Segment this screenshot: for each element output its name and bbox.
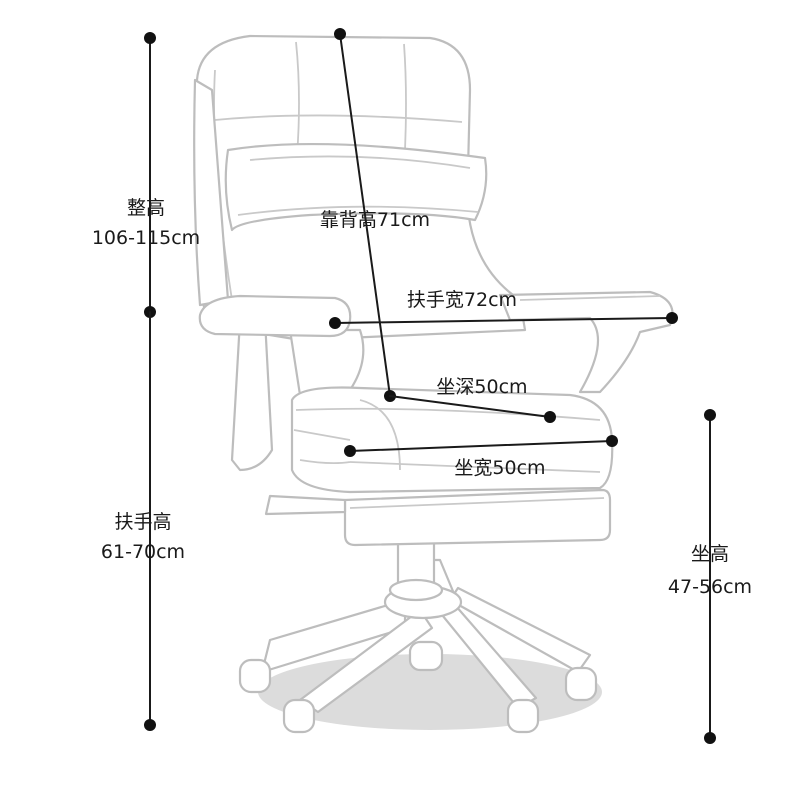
backrest-height-label: 靠背高71cm	[320, 209, 430, 231]
seat-height-value: 47-56cm	[668, 576, 752, 598]
seat-height-top-dot	[704, 409, 716, 421]
seat-depth-label: 坐深50cm	[436, 376, 527, 398]
dimension-lines	[144, 28, 716, 744]
seat-height-bottom-dot	[704, 732, 716, 744]
chair-illustration	[193, 34, 674, 734]
footrest	[264, 488, 612, 547]
armrest-width-right-dot	[666, 312, 678, 324]
backrest-height-top-dot	[334, 28, 346, 40]
seat-width-line	[349, 440, 613, 452]
armrest-width-left-dot	[329, 317, 341, 329]
right-armrest	[498, 290, 674, 394]
dimension-labels: 整高 106-115cm 扶手高 61-70cm 坐高 47-56cm 靠背高7…	[92, 197, 752, 598]
seat-width-label: 坐宽50cm	[454, 457, 545, 479]
caster-wheel-back	[408, 640, 444, 672]
armrest-height-value: 61-70cm	[101, 541, 185, 563]
seat-depth-line	[389, 395, 551, 418]
armrest-width-line	[334, 317, 673, 324]
armrest-height-bottom-dot	[144, 719, 156, 731]
seat-width-left-dot	[344, 445, 356, 457]
left-armrest-support	[230, 318, 365, 472]
seat-height-title: 坐高	[691, 543, 729, 565]
seat-depth-end-dot	[544, 411, 556, 423]
total-height-title: 整高	[127, 197, 165, 219]
seat-width-right-dot	[606, 435, 618, 447]
total-height-value: 106-115cm	[92, 227, 200, 249]
armrest-width-label: 扶手宽72cm	[407, 289, 517, 311]
backrest-height-line	[339, 33, 391, 397]
armrest-height-title: 扶手高	[114, 511, 171, 533]
caster-wheels	[238, 658, 598, 734]
left-armrest	[198, 294, 352, 338]
total-height-top-dot	[144, 32, 156, 44]
